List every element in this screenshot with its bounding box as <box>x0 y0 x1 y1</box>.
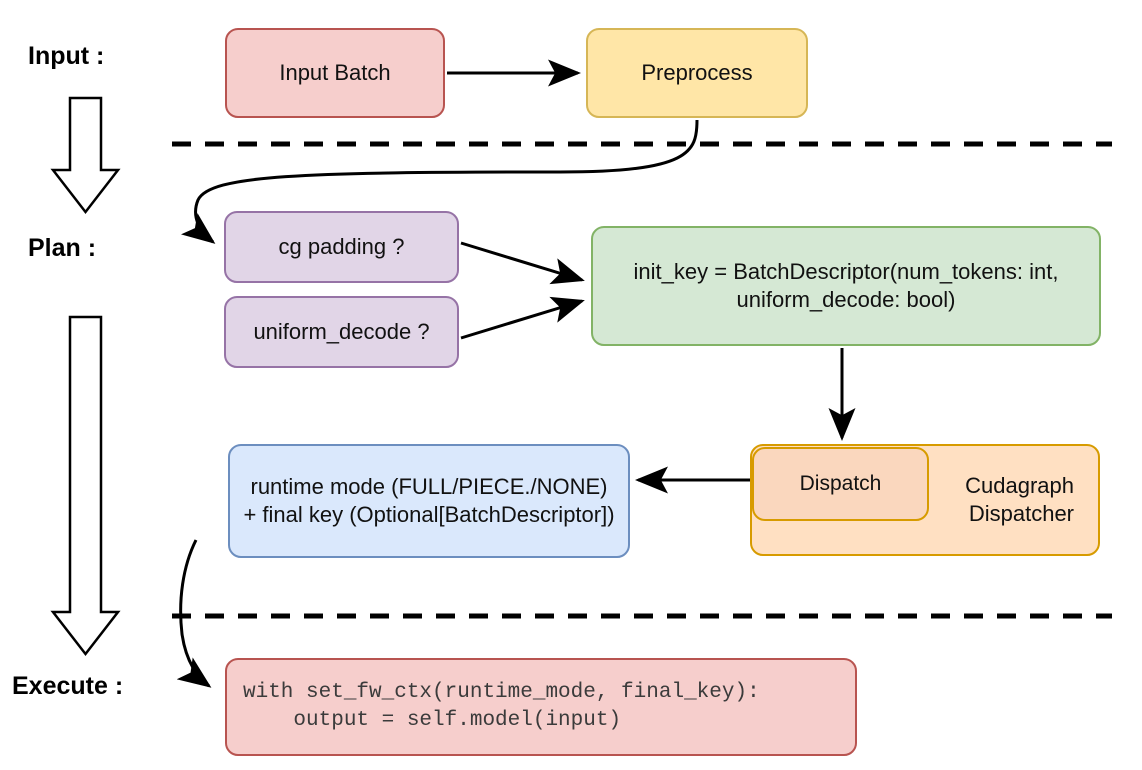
edge-cg-padding-to-init-key <box>460 241 585 285</box>
stage-arrow-input-to-plan <box>50 96 121 215</box>
node-cudagraph-dispatcher-line1: Cudagraph <box>965 472 1074 498</box>
node-uniform-decode[interactable]: uniform_decode ? <box>224 296 459 368</box>
node-uniform-decode-label: uniform_decode ? <box>253 318 430 344</box>
node-cudagraph-dispatcher-line2: Dispatcher <box>968 501 1074 526</box>
node-cg-padding[interactable]: cg padding ? <box>224 211 459 283</box>
node-cg-padding-label: cg padding ? <box>278 233 405 259</box>
node-runtime-mode[interactable]: runtime mode (FULL/PIECE./NONE) + final … <box>228 444 630 558</box>
node-init-key-line2: uniform_decode: bool) <box>736 287 956 312</box>
node-runtime-mode-line1: runtime mode (FULL/PIECE./NONE) <box>250 473 608 499</box>
node-init-key[interactable]: init_key = BatchDescriptor(num_tokens: i… <box>591 226 1101 346</box>
node-execute-code-line2: output = self.model(input) <box>243 709 622 732</box>
node-input-batch[interactable]: Input Batch <box>225 28 445 118</box>
stage-label-input: Input : <box>28 42 105 70</box>
node-dispatch[interactable]: Dispatch <box>752 447 929 521</box>
node-dispatch-label: Dispatch <box>799 471 882 495</box>
stage-arrow-plan-to-execute <box>50 315 121 657</box>
stage-label-plan: Plan : <box>28 234 97 262</box>
node-preprocess-label: Preprocess <box>641 59 753 85</box>
node-runtime-mode-line2: + final key (Optional[BatchDescriptor]) <box>243 502 615 527</box>
stage-label-execute: Execute : <box>12 672 124 700</box>
edge-runtime-mode-to-execute-code <box>176 539 212 688</box>
node-execute-code-line1: with set_fw_ctx(runtime_mode, final_key)… <box>243 680 760 704</box>
edge-uniform-decode-to-init-key <box>460 296 585 340</box>
node-preprocess[interactable]: Preprocess <box>586 28 808 118</box>
node-init-key-line1: init_key = BatchDescriptor(num_tokens: i… <box>633 258 1059 284</box>
node-input-batch-label: Input Batch <box>279 59 391 85</box>
node-execute-code[interactable]: with set_fw_ctx(runtime_mode, final_key)… <box>225 658 857 756</box>
